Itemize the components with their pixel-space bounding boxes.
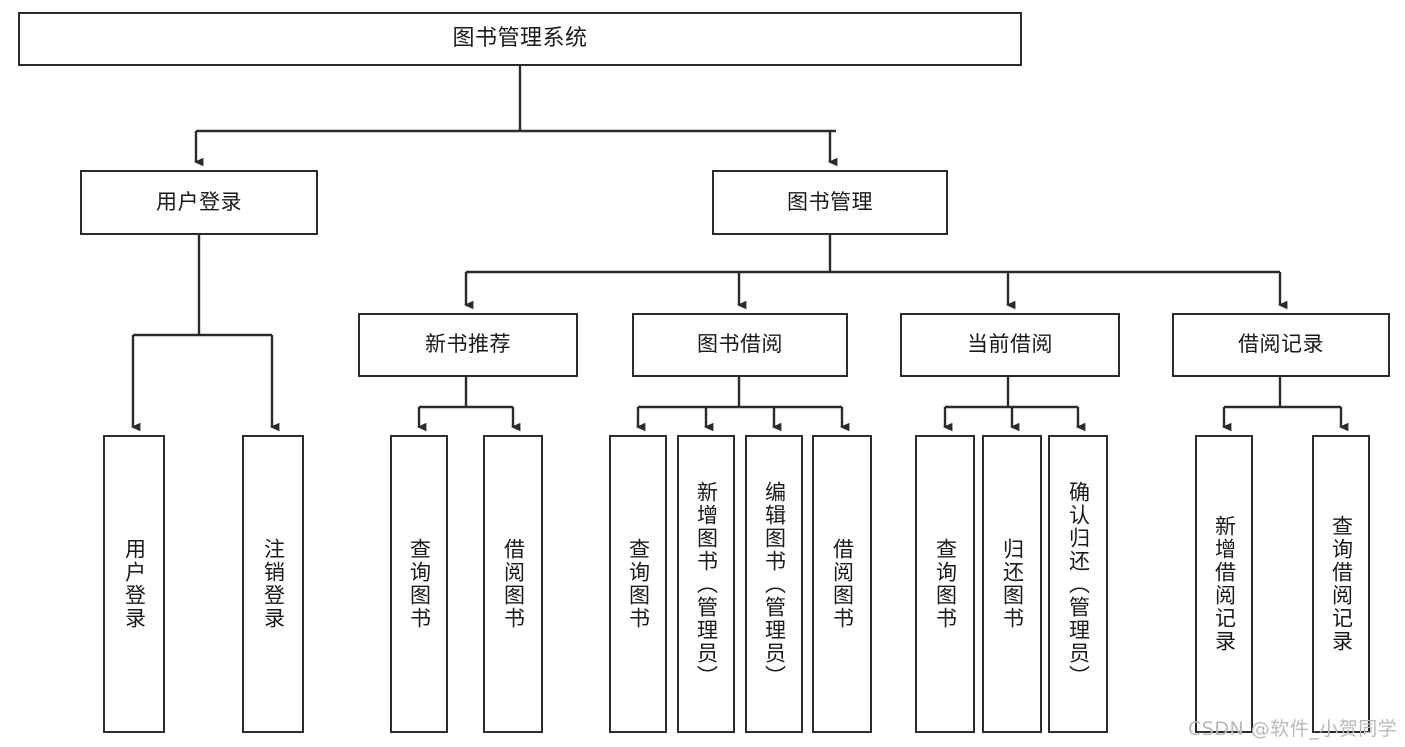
node-new-book-recommend[interactable]: 新书推荐 bbox=[358, 313, 578, 377]
node-leaf-confirm-return-admin-label: 确认归还（管理员） bbox=[1066, 480, 1091, 688]
node-current-borrow[interactable]: 当前借阅 bbox=[900, 313, 1120, 377]
node-book-borrow[interactable]: 图书借阅 bbox=[632, 313, 848, 377]
node-leaf-add-borrow-record-label: 新增借阅记录 bbox=[1212, 515, 1237, 653]
node-leaf-edit-book-admin[interactable]: 编辑图书（管理员） bbox=[745, 435, 803, 733]
node-leaf-borrow-book-borrow-label: 借阅图书 bbox=[830, 538, 855, 630]
node-user-login-label: 用户登录 bbox=[156, 189, 242, 214]
node-leaf-return-book[interactable]: 归还图书 bbox=[982, 435, 1042, 733]
node-leaf-add-book-admin[interactable]: 新增图书（管理员） bbox=[677, 435, 735, 733]
node-leaf-user-login[interactable]: 用户登录 bbox=[103, 435, 165, 733]
node-book-management[interactable]: 图书管理 bbox=[712, 170, 948, 235]
node-leaf-logout-label: 注销登录 bbox=[261, 538, 286, 630]
node-leaf-query-book-borrow-label: 查询图书 bbox=[626, 538, 651, 630]
node-root[interactable]: 图书管理系统 bbox=[18, 12, 1022, 66]
node-leaf-query-book-newbook-label: 查询图书 bbox=[407, 538, 432, 630]
node-new-book-recommend-label: 新书推荐 bbox=[425, 332, 511, 357]
node-borrow-record-label: 借阅记录 bbox=[1238, 332, 1324, 357]
node-leaf-borrow-book-borrow[interactable]: 借阅图书 bbox=[812, 435, 872, 733]
node-leaf-add-book-admin-label: 新增图书（管理员） bbox=[694, 480, 719, 688]
node-leaf-add-borrow-record[interactable]: 新增借阅记录 bbox=[1195, 435, 1253, 733]
node-leaf-confirm-return-admin[interactable]: 确认归还（管理员） bbox=[1048, 435, 1108, 733]
node-book-management-label: 图书管理 bbox=[787, 189, 873, 214]
node-leaf-query-borrow-record-label: 查询借阅记录 bbox=[1329, 515, 1354, 653]
node-leaf-edit-book-admin-label: 编辑图书（管理员） bbox=[762, 480, 787, 688]
node-leaf-query-book-newbook[interactable]: 查询图书 bbox=[390, 435, 448, 733]
node-leaf-query-book-current-label: 查询图书 bbox=[933, 538, 958, 630]
node-user-login[interactable]: 用户登录 bbox=[80, 170, 318, 235]
node-borrow-record[interactable]: 借阅记录 bbox=[1172, 313, 1390, 377]
node-leaf-return-book-label: 归还图书 bbox=[1000, 538, 1025, 630]
node-leaf-borrow-book-newbook[interactable]: 借阅图书 bbox=[483, 435, 543, 733]
node-leaf-user-login-label: 用户登录 bbox=[122, 538, 147, 630]
node-leaf-query-borrow-record[interactable]: 查询借阅记录 bbox=[1312, 435, 1370, 733]
node-leaf-logout[interactable]: 注销登录 bbox=[242, 435, 304, 733]
node-current-borrow-label: 当前借阅 bbox=[967, 332, 1053, 357]
node-book-borrow-label: 图书借阅 bbox=[697, 332, 783, 357]
node-leaf-query-book-borrow[interactable]: 查询图书 bbox=[609, 435, 667, 733]
node-leaf-query-book-current[interactable]: 查询图书 bbox=[915, 435, 975, 733]
node-root-label: 图书管理系统 bbox=[452, 25, 588, 51]
node-leaf-borrow-book-newbook-label: 借阅图书 bbox=[501, 538, 526, 630]
